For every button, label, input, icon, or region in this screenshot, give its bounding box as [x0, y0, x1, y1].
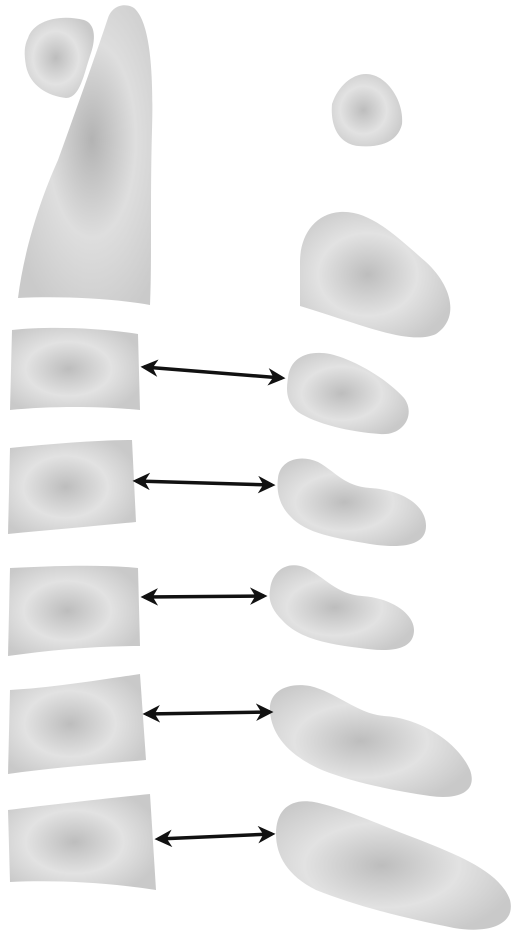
- double-headed-arrow: [146, 712, 270, 714]
- left-block-5: [8, 794, 156, 890]
- right-shape-3: [270, 565, 415, 650]
- double-headed-arrow: [144, 367, 282, 378]
- double-headed-arrow: [136, 481, 272, 485]
- left-block-2: [8, 440, 136, 534]
- left-block-4: [8, 674, 146, 774]
- double-headed-arrow: [144, 596, 264, 597]
- right-shape-4: [270, 685, 472, 797]
- right-large-shape: [300, 212, 450, 338]
- right-shape-2: [278, 459, 427, 547]
- left-block-1: [10, 328, 140, 410]
- double-headed-arrow: [158, 834, 272, 839]
- left-top-small-shape: [25, 18, 94, 98]
- right-shape-5: [276, 801, 511, 929]
- right-small-shape: [332, 74, 402, 146]
- left-block-3: [8, 566, 140, 656]
- right-shape-1: [287, 353, 409, 434]
